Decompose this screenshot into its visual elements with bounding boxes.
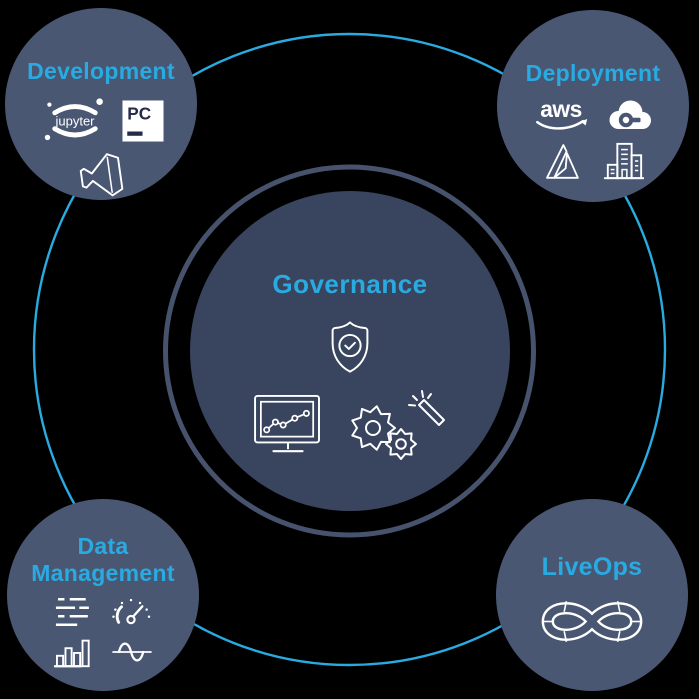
cloud-icon: [609, 100, 651, 129]
pycharm-icon: PC: [122, 100, 164, 142]
deployment-title: Deployment: [525, 60, 661, 86]
aws-icon: aws: [536, 96, 588, 130]
development-circle: Development jupyter PC: [5, 8, 197, 200]
liveops-title: LiveOps: [541, 553, 643, 581]
wave-icon: [112, 642, 152, 662]
aws-wordmark: aws: [540, 96, 582, 122]
inner-dark-ring: [163, 164, 536, 538]
buildings-icon: [604, 142, 644, 179]
liveops-circle: LiveOps: [496, 499, 688, 691]
data-management-circle: Data Management: [7, 499, 199, 691]
vscode-icon: [79, 152, 124, 196]
monitor-chart-icon: [254, 395, 320, 453]
jupyter-wordmark: jupyter: [54, 113, 95, 128]
data-management-title: Data Management: [31, 533, 175, 586]
jupyter-icon: jupyter: [44, 98, 103, 140]
shield-check-icon: [331, 321, 369, 373]
pycharm-wordmark: PC: [127, 103, 151, 123]
bar-chart-icon: [54, 640, 90, 668]
development-title: Development: [27, 58, 175, 84]
gears-magic-wand-icon: [351, 390, 445, 461]
deployment-circle: Deployment aws: [497, 10, 689, 202]
devops-infinity-icon: [541, 601, 643, 642]
governance-circle: Governance: [190, 191, 510, 511]
azure-icon: [546, 143, 579, 179]
outer-orbit-ring: [32, 32, 667, 667]
gauge-icon: [112, 599, 151, 625]
list-icon: [55, 598, 89, 627]
governance-title: Governance: [272, 269, 428, 299]
